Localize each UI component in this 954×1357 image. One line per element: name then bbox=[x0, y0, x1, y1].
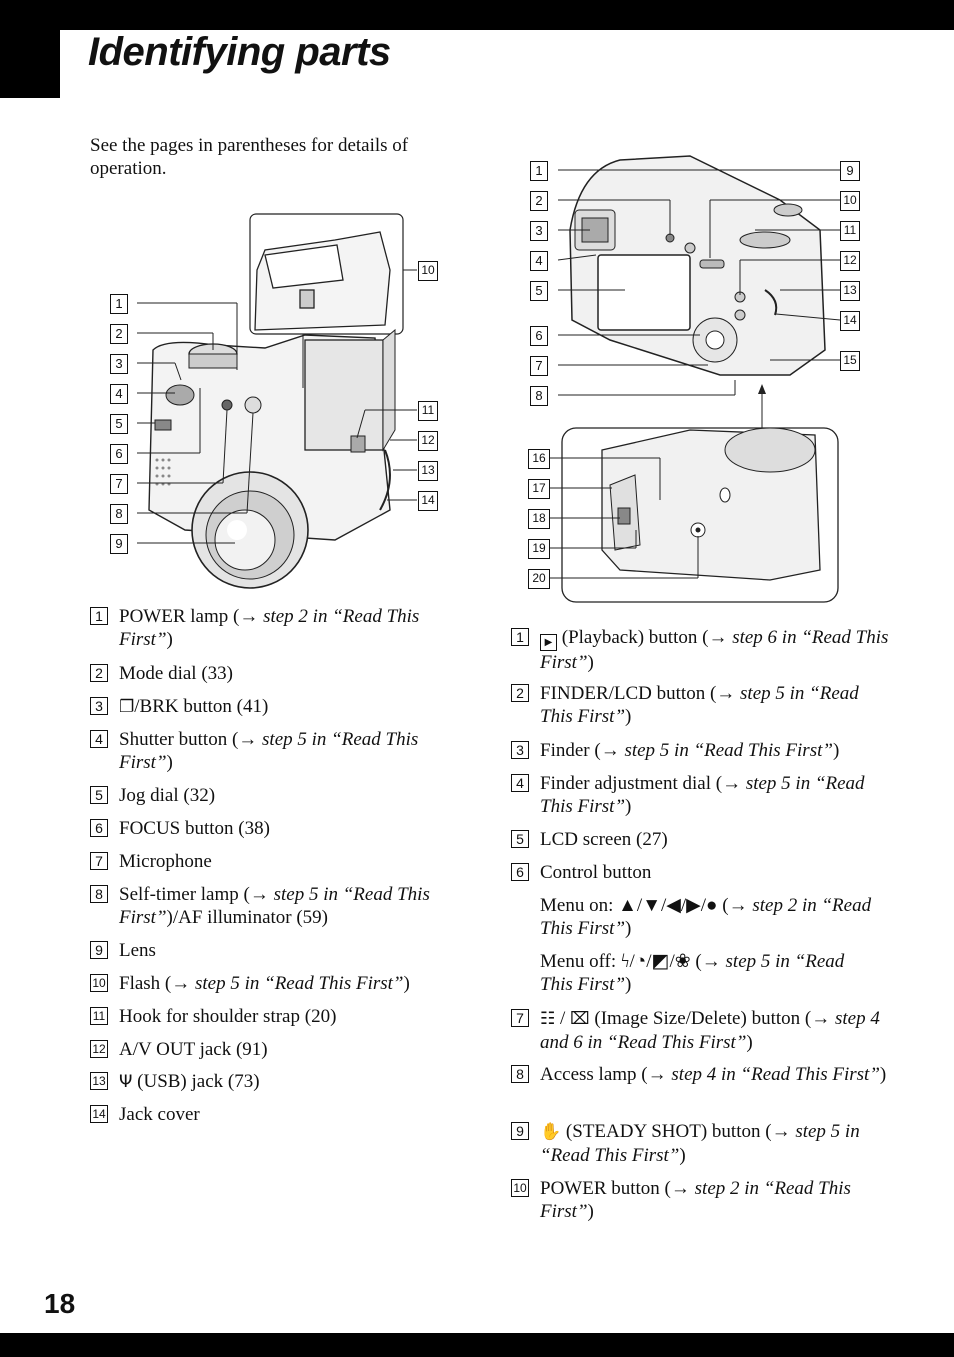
callout-label: 11 bbox=[418, 401, 438, 421]
list-item: 1 POWER lamp (→ step 2 in “Read This Fir… bbox=[90, 605, 470, 651]
playback-icon: ▶ bbox=[540, 634, 557, 651]
item-number: 2 bbox=[511, 684, 529, 702]
callout-label: 2 bbox=[530, 191, 548, 211]
item-number: 7 bbox=[511, 1009, 529, 1027]
list-subitem: Menu on: ▲/▼/◀/▶/● (→ step 2 in “Read Th… bbox=[540, 895, 872, 939]
list-item: 11 Hook for shoulder strap (20) bbox=[90, 1005, 470, 1028]
list-item: 6 Control button bbox=[511, 861, 891, 884]
callout-label: 14 bbox=[840, 311, 860, 331]
callout-label: 16 bbox=[528, 449, 550, 469]
list-item: 12 A/V OUT jack (91) bbox=[90, 1038, 470, 1061]
callout-label: 3 bbox=[110, 354, 128, 374]
callout-label: 3 bbox=[530, 221, 548, 241]
callout-label: 1 bbox=[530, 161, 548, 181]
trash-icon: ⌧ bbox=[570, 1009, 590, 1029]
intro-text: See the pages in parentheses for details… bbox=[90, 135, 409, 179]
list-item: 5 Jog dial (32) bbox=[90, 784, 470, 807]
callout-label: 10 bbox=[418, 261, 438, 281]
list-item: 7 Microphone bbox=[90, 850, 470, 873]
callout-label: 13 bbox=[418, 461, 438, 481]
list-item: 1 ▶ (Playback) button (→ step 6 in “Read… bbox=[511, 626, 891, 674]
item-number: 4 bbox=[90, 730, 108, 748]
callout-label: 5 bbox=[110, 414, 128, 434]
list-subitem: Menu off: ϟ/◔/◩/❀ (→ step 5 in “Read Thi… bbox=[540, 951, 845, 995]
list-item: 8 Self-timer lamp (→ step 5 in “Read Thi… bbox=[90, 883, 470, 929]
list-item: 3 Finder (→ step 5 in “Read This First”) bbox=[511, 739, 891, 762]
item-number: 9 bbox=[511, 1122, 529, 1140]
usb-icon: Ψ bbox=[119, 1072, 133, 1092]
callout-label: 14 bbox=[418, 491, 438, 511]
list-item: 2 FINDER/LCD button (→ step 5 in “Read T… bbox=[511, 682, 891, 728]
list-item: 10 Flash (→ step 5 in “Read This First”) bbox=[90, 972, 470, 995]
callout-label: 8 bbox=[110, 504, 128, 524]
item-number: 5 bbox=[90, 786, 108, 804]
list-item: 4 Finder adjustment dial (→ step 5 in “R… bbox=[511, 772, 891, 818]
back-view-figure bbox=[550, 155, 841, 603]
list-item: 5 LCD screen (27) bbox=[511, 828, 891, 851]
callout-label: 7 bbox=[110, 474, 128, 494]
callout-label: 13 bbox=[840, 281, 860, 301]
page-number: 18 bbox=[44, 1288, 76, 1319]
callout-label: 20 bbox=[528, 569, 550, 589]
image-size-icon: ☷ bbox=[540, 1009, 556, 1029]
section-tab bbox=[0, 30, 60, 98]
item-number: 1 bbox=[90, 607, 108, 625]
item-number: 11 bbox=[90, 1007, 108, 1025]
callout-label: 5 bbox=[530, 281, 548, 301]
item-number: 10 bbox=[90, 974, 108, 992]
list-item: 10 POWER button (→ step 2 in “Read This … bbox=[511, 1177, 891, 1223]
item-number: 3 bbox=[511, 741, 529, 759]
item-number: 3 bbox=[90, 697, 108, 715]
callout-label: 1 bbox=[110, 294, 128, 314]
callout-label: 7 bbox=[530, 356, 548, 376]
list-item: 4 Shutter button (→ step 5 in “Read This… bbox=[90, 728, 470, 774]
callout-label: 15 bbox=[840, 351, 860, 371]
list-item: 2 Mode dial (33) bbox=[90, 662, 470, 685]
callout-label: 2 bbox=[110, 324, 128, 344]
item-number: 13 bbox=[90, 1072, 108, 1090]
callout-label: 6 bbox=[530, 326, 548, 346]
item-number: 8 bbox=[90, 885, 108, 903]
callout-label: 12 bbox=[418, 431, 438, 451]
list-item: 13 Ψ (USB) jack (73) bbox=[90, 1070, 470, 1094]
top-bar bbox=[0, 0, 954, 30]
steady-shot-icon: ✋ bbox=[540, 1122, 562, 1142]
bottom-bar bbox=[0, 1333, 954, 1357]
list-item: 3 ❐/BRK button (41) bbox=[90, 695, 470, 719]
item-number: 10 bbox=[511, 1179, 529, 1197]
burst-icon: ❐ bbox=[119, 697, 135, 717]
callout-label: 6 bbox=[110, 444, 128, 464]
page-title: Identifying parts bbox=[88, 30, 391, 74]
list-item: 8 Access lamp (→ step 4 in “Read This Fi… bbox=[511, 1063, 891, 1086]
item-number: 1 bbox=[511, 628, 529, 646]
callout-label: 19 bbox=[528, 539, 550, 559]
callout-label: 4 bbox=[110, 384, 128, 404]
callout-label: 9 bbox=[840, 161, 860, 181]
callout-label: 9 bbox=[110, 534, 128, 554]
item-number: 5 bbox=[511, 830, 529, 848]
callout-label: 18 bbox=[528, 509, 550, 529]
item-number: 6 bbox=[90, 819, 108, 837]
list-item: 6 FOCUS button (38) bbox=[90, 817, 470, 840]
item-number: 6 bbox=[511, 863, 529, 881]
list-item: 9 Lens bbox=[90, 939, 470, 962]
callout-label: 8 bbox=[530, 386, 548, 406]
callout-label: 11 bbox=[840, 221, 860, 241]
callout-label: 17 bbox=[528, 479, 550, 499]
callout-label: 10 bbox=[840, 191, 860, 211]
item-number: 12 bbox=[90, 1040, 108, 1058]
list-item: 9 ✋ (STEADY SHOT) button (→ step 5 in “R… bbox=[511, 1120, 891, 1167]
item-number: 8 bbox=[511, 1065, 529, 1083]
item-number: 9 bbox=[90, 941, 108, 959]
callout-label: 12 bbox=[840, 251, 860, 271]
item-number: 7 bbox=[90, 852, 108, 870]
front-view-figure bbox=[137, 213, 417, 589]
item-number: 14 bbox=[90, 1105, 108, 1123]
list-item: 7 ☷ / ⌧ (Image Size/Delete) button (→ st… bbox=[511, 1007, 891, 1054]
list-item: 14 Jack cover bbox=[90, 1103, 470, 1126]
callout-label: 4 bbox=[530, 251, 548, 271]
item-number: 2 bbox=[90, 664, 108, 682]
item-number: 4 bbox=[511, 774, 529, 792]
